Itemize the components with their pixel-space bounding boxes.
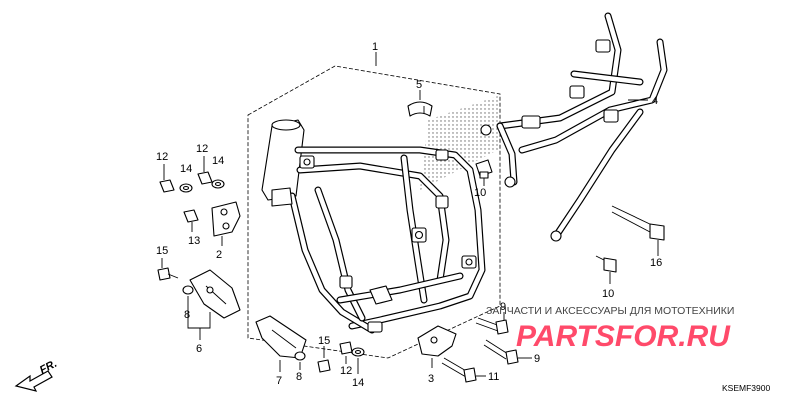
part-13-nut: [183, 209, 199, 223]
bolt-10-lower: [595, 255, 617, 273]
callout-14-c: 14: [352, 377, 364, 389]
guard-6: [189, 269, 241, 319]
part-8-collar-a: [182, 285, 194, 295]
part-14-washer-b: [211, 179, 225, 189]
callout-9-upper: 9: [500, 301, 506, 313]
part-5-clip: [407, 101, 433, 117]
callout-14-b: 14: [212, 155, 224, 167]
callout-5: 5: [416, 79, 422, 91]
callout-12-a: 12: [156, 151, 168, 163]
hanger-plate-3: [417, 325, 457, 357]
bolt-9-upper: [475, 317, 509, 335]
svg-text:PARTSFOR.RU: PARTSFOR.RU: [516, 320, 731, 353]
callout-15-b: 15: [318, 335, 330, 347]
bolt-16: [611, 205, 665, 241]
part-14-washer-c: [351, 347, 365, 357]
callout-8-b: 8: [296, 371, 302, 383]
part-15-bolt-a: [157, 267, 179, 281]
callout-6: 6: [196, 343, 202, 355]
front-indicator-label: FR.: [38, 358, 59, 377]
callout-3: 3: [428, 373, 434, 385]
frame-group-outline: [247, 65, 501, 359]
bolt-11: [441, 357, 477, 383]
main-frame: [261, 119, 486, 334]
callout-4: 4: [652, 95, 658, 107]
part-15-bolt-b: [317, 359, 331, 373]
bolt-9-lower: [483, 339, 519, 365]
callout-7: 7: [276, 375, 282, 387]
callout-1: 1: [372, 41, 378, 53]
front-arrow-icon: [14, 370, 53, 392]
callout-10-lower: 10: [602, 288, 614, 300]
part-12-nut-b: [197, 171, 213, 185]
sub-frame: [480, 12, 668, 242]
part-12-nut-a: [159, 179, 175, 193]
callout-9-lower: 9: [534, 353, 540, 365]
callout-16: 16: [650, 257, 662, 269]
part-8-collar-b: [294, 351, 306, 361]
frame-shading: [420, 96, 498, 190]
callout-2: 2: [216, 249, 222, 261]
hanger-plate-2: [211, 201, 241, 237]
diagram-code: KSEMF3900: [722, 383, 770, 393]
watermark-tagline: ЗАПЧАСТИ И АКСЕССУАРЫ ДЛЯ МОТОТЕХНИКИ: [486, 305, 734, 317]
bolt-10-upper: [475, 159, 493, 179]
callout-10-upper: 10: [474, 187, 486, 199]
callout-12-c: 12: [340, 365, 352, 377]
part-12-nut-c: [339, 341, 353, 355]
part-14-washer-a: [179, 183, 193, 193]
callout-8-a: 8: [184, 309, 190, 321]
watermark-logo: PARTSFOR.RU: [516, 320, 731, 353]
callout-11: 11: [488, 371, 499, 383]
callout-12-b: 12: [196, 143, 208, 155]
callout-13: 13: [188, 235, 200, 247]
callout-14-a: 14: [180, 163, 192, 175]
callout-15-a: 15: [156, 245, 168, 257]
